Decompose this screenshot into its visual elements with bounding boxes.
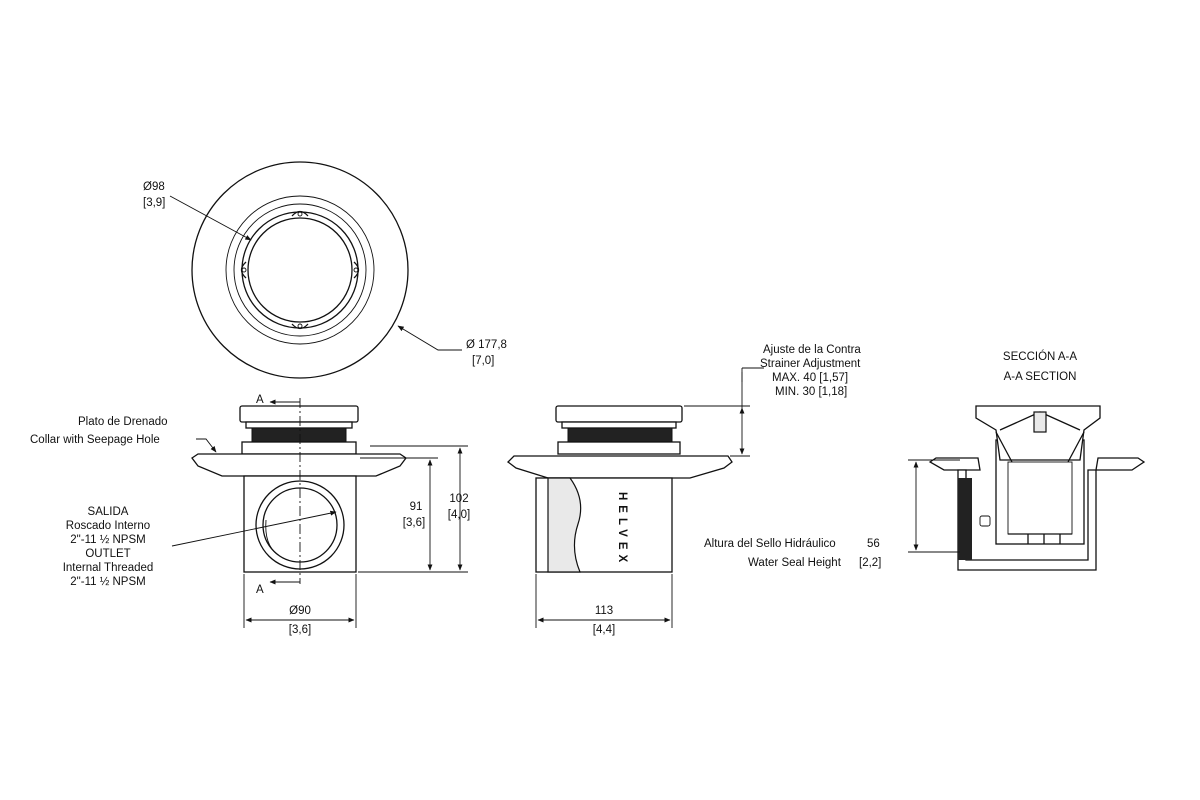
tab-hole-top (297, 211, 303, 217)
section-collar-right (1095, 457, 1146, 471)
side-strainer-head (555, 405, 683, 423)
dim91-inch: [3,6] (403, 517, 425, 529)
tab-left (240, 261, 247, 279)
seal-inch: [2,2] (859, 557, 881, 569)
tab-hole-left (241, 267, 247, 273)
brand-text: HELVEX (616, 492, 628, 567)
dim90-label: Ø90 (289, 605, 311, 617)
d177-leader (397, 325, 462, 351)
d98-label: Ø98 (143, 181, 165, 193)
section-thread-wall (958, 478, 972, 560)
outlet-thread-shade (265, 519, 279, 556)
section-collar-left (928, 457, 981, 471)
section-view: SECCIÓN A-A A-A SECTION Altura del Sello… (704, 350, 1146, 571)
section-mark-top: A (256, 394, 264, 406)
side-thread-band (567, 427, 673, 443)
side-collar-plate (507, 455, 733, 479)
section-center-post (1033, 411, 1047, 433)
section-rib-left (995, 431, 1013, 463)
section-strainer (975, 405, 1101, 461)
strainer-outer-circle (241, 211, 359, 329)
tab-hole-bottom (297, 323, 303, 329)
tab-hole-right (353, 267, 359, 273)
plate-leader (196, 438, 217, 453)
dim102-label: 102 (449, 493, 468, 505)
dim113-label: 113 (595, 605, 613, 617)
side-thread-base (557, 441, 681, 455)
outlet-es-1: SALIDA (88, 506, 129, 518)
section-rib-right (1067, 431, 1085, 463)
side-strainer-lip (561, 421, 677, 429)
side-outlet-profile (547, 477, 582, 573)
adj-min: MIN. 30 [1,18] (775, 386, 847, 398)
side-view: HELVEX Ajuste de la Contra Strainer Adju… (507, 344, 861, 636)
d98-leader (169, 195, 252, 241)
dim91-label: 91 (410, 501, 423, 513)
adj-label-en: Strainer Adjustment (760, 358, 861, 370)
seal-label-es: Altura del Sello Hidráulico (704, 538, 836, 550)
tab-top (291, 210, 309, 217)
outlet-en-2: Internal Threaded (63, 562, 154, 574)
section-title-en: A-A SECTION (1004, 371, 1077, 383)
outer-collar-circle (191, 161, 409, 379)
plate-label-en: Collar with Seepage Hole (30, 434, 160, 446)
outlet-en-3: 2"-11 ½ NPSM (70, 576, 145, 588)
plate-label-es: Plato de Drenado (78, 416, 168, 428)
tab-bottom (291, 323, 309, 330)
dim90-inch: [3,6] (289, 624, 311, 636)
dim102-inch: [4,0] (448, 509, 470, 521)
dim113-inch: [4,4] (593, 624, 615, 636)
outlet-es-3: 2"-11 ½ NPSM (70, 534, 145, 546)
adj-max: MAX. 40 [1,57] (772, 372, 848, 384)
outlet-leader (171, 510, 337, 547)
collar-plate (191, 453, 407, 477)
top-view: Ø98 [3,9] Ø 177,8 [7,0] (143, 161, 507, 379)
strainer-head (239, 405, 359, 423)
outlet-en-1: OUTLET (85, 548, 130, 560)
thread-base (241, 441, 357, 455)
thread-band (251, 427, 347, 443)
seal-mm: 56 (867, 538, 880, 550)
adj-label-es: Ajuste de la Contra (763, 344, 861, 356)
section-title-es: SECCIÓN A-A (1003, 350, 1077, 363)
strainer-lip (245, 421, 353, 429)
seal-label-en: Water Seal Height (748, 557, 842, 569)
d177-label: Ø 177,8 (466, 339, 507, 351)
d98-inch: [3,9] (143, 197, 165, 209)
outlet-es-2: Roscado Interno (66, 520, 150, 532)
tab-right (353, 261, 360, 279)
section-seep-hole (979, 515, 991, 527)
d177-inch: [7,0] (472, 355, 494, 367)
front-view: A A Plato de Drenado Collar with Seepage… (30, 394, 470, 636)
strainer-inner-circle (247, 217, 353, 323)
flange-circle (233, 203, 367, 337)
section-mark-bottom: A (256, 584, 264, 596)
collar-ring-circle (225, 195, 375, 345)
